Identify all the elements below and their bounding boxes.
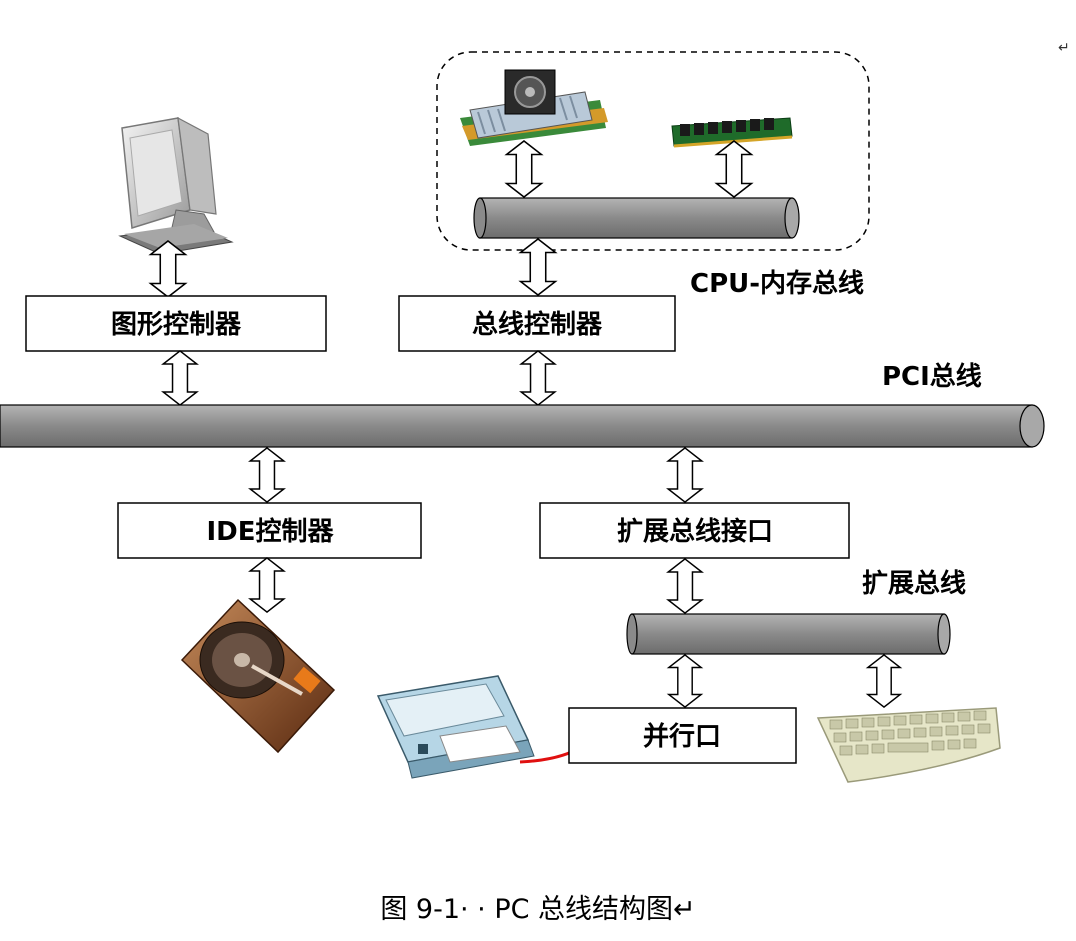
parallel-port-label: 并行口: [643, 721, 721, 752]
cpu-memory-bus-label: CPU-内存总线: [690, 269, 864, 299]
controller-to-pci-arrow: [520, 350, 556, 406]
cpu-memory-bus: [473, 197, 800, 239]
printer-icon: [376, 675, 535, 779]
monitor-icon: [118, 116, 234, 255]
graphics-to-pci-arrow: [162, 350, 198, 406]
expansion-bus-to-parallel-arrow: [667, 654, 703, 708]
expansion-bus-to-keyboard-arrow: [866, 654, 902, 708]
expansion-bus-label: 扩展总线: [862, 569, 966, 599]
pci-bus: [0, 404, 1045, 448]
cpu-icon: [460, 69, 608, 146]
graphics-controller-label: 图形控制器: [111, 310, 242, 340]
pci-bus-label: PCI总线: [882, 362, 982, 392]
pci-to-ide-arrow: [249, 447, 285, 503]
bus-controller-label: 总线控制器: [472, 310, 603, 340]
ide-controller-box: IDE控制器: [117, 502, 422, 559]
expansion-bus-interface-box: 扩展总线接口: [539, 502, 850, 559]
graphics-controller-box: 图形控制器: [25, 295, 327, 352]
bus-controller-box: 总线控制器: [398, 295, 676, 352]
hard-disk-icon: [180, 598, 336, 754]
interface-to-expansion-bus-arrow: [667, 558, 703, 614]
cpu-bus-to-controller-arrow: [519, 238, 557, 296]
memory-module-icon: [671, 117, 793, 148]
expansion-bus: [626, 613, 951, 655]
keyboard-icon: [816, 707, 1001, 783]
parallel-port-box: 并行口: [568, 707, 797, 764]
ide-controller-label: IDE控制器: [206, 517, 334, 547]
cpu-memory-group-border: [436, 51, 870, 251]
expansion-bus-interface-label: 扩展总线接口: [617, 517, 773, 547]
ide-to-disk-arrow: [249, 557, 285, 613]
cpu-to-bus-arrow: [505, 140, 543, 198]
paragraph-mark: ↵: [1058, 40, 1070, 56]
memory-to-bus-arrow: [715, 140, 753, 198]
pci-to-expansion-arrow: [667, 447, 703, 503]
figure-caption: 图 9-1· · PC 总线结构图↵: [380, 894, 695, 925]
